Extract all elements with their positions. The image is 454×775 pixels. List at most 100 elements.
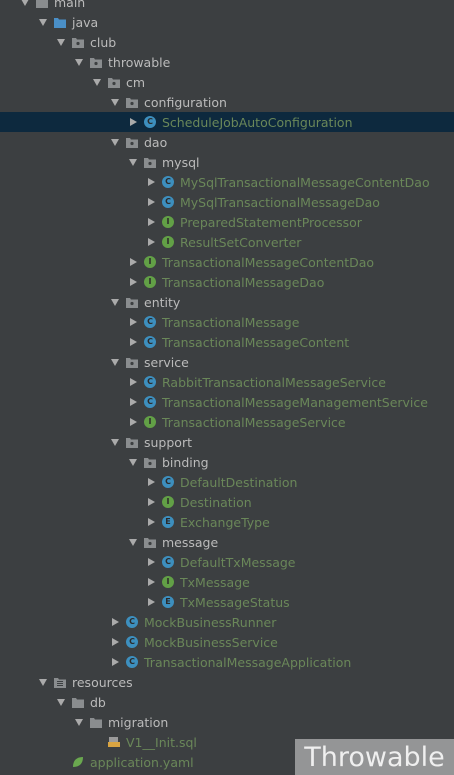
collapse-arrow-icon[interactable] [56, 37, 66, 47]
triangle-icon [129, 338, 137, 346]
interface-icon: I [144, 276, 156, 288]
expand-arrow-icon[interactable] [146, 477, 156, 487]
collapse-arrow-icon[interactable] [110, 297, 120, 307]
tree-row[interactable]: cm [0, 72, 454, 92]
expand-arrow-icon[interactable] [146, 217, 156, 227]
expand-arrow-icon[interactable] [128, 257, 138, 267]
collapse-arrow-icon[interactable] [128, 157, 138, 167]
tree-row[interactable]: support [0, 432, 454, 452]
class-icon: C [126, 636, 138, 648]
expand-arrow-icon[interactable] [128, 397, 138, 407]
triangle-icon [21, 0, 29, 6]
package-icon [126, 436, 138, 448]
tree-row[interactable]: main [0, 0, 454, 12]
package-icon [144, 156, 156, 168]
collapse-arrow-icon[interactable] [20, 0, 30, 7]
expand-arrow-icon[interactable] [110, 657, 120, 667]
triangle-icon [129, 118, 137, 126]
expand-arrow-icon[interactable] [146, 197, 156, 207]
collapse-arrow-icon[interactable] [110, 97, 120, 107]
expand-arrow-icon[interactable] [146, 577, 156, 587]
tree-item-label: message [162, 534, 219, 550]
tree-item-label: MockBusinessRunner [144, 614, 277, 630]
tree-row[interactable]: service [0, 352, 454, 372]
expand-arrow-icon[interactable] [146, 517, 156, 527]
triangle-icon [57, 38, 65, 46]
expand-arrow-icon[interactable] [146, 557, 156, 567]
tree-row[interactable]: migration [0, 712, 454, 732]
expand-arrow-icon[interactable] [128, 117, 138, 127]
collapse-arrow-icon[interactable] [128, 457, 138, 467]
tree-row[interactable]: club [0, 32, 454, 52]
tree-row[interactable]: mysql [0, 152, 454, 172]
tree-row[interactable]: dao [0, 132, 454, 152]
tree-row[interactable]: entity [0, 292, 454, 312]
package-icon [126, 96, 138, 108]
expand-arrow-icon[interactable] [128, 277, 138, 287]
expand-arrow-icon[interactable] [146, 597, 156, 607]
package-icon [144, 456, 156, 468]
collapse-arrow-icon[interactable] [110, 357, 120, 367]
collapse-arrow-icon[interactable] [92, 77, 102, 87]
tree-item-label: MySqlTransactionalMessageDao [180, 194, 380, 210]
expand-arrow-icon[interactable] [110, 617, 120, 627]
collapse-arrow-icon[interactable] [38, 677, 48, 687]
sql-file-icon [108, 736, 120, 748]
triangle-icon [129, 458, 137, 466]
triangle-icon [129, 158, 137, 166]
tree-row[interactable]: application.yaml [0, 752, 454, 772]
expand-arrow-icon[interactable] [128, 337, 138, 347]
collapse-arrow-icon[interactable] [74, 717, 84, 727]
tree-item-label: db [90, 694, 106, 710]
tree-row[interactable]: java [0, 12, 454, 32]
expand-arrow-icon[interactable] [110, 637, 120, 647]
tree-row[interactable]: db [0, 692, 454, 712]
tree-row[interactable]: message [0, 532, 454, 552]
watermark: Throwable [295, 739, 454, 775]
expand-arrow-icon[interactable] [146, 177, 156, 187]
collapse-arrow-icon[interactable] [110, 137, 120, 147]
tree-row[interactable]: V1__Init.sql [0, 732, 454, 752]
collapse-arrow-icon[interactable] [74, 57, 84, 67]
tree-row[interactable]: throwable [0, 52, 454, 72]
expand-arrow-icon[interactable] [146, 497, 156, 507]
triangle-icon [111, 638, 119, 646]
folder-icon [36, 0, 48, 8]
tree-row[interactable]: configuration [0, 92, 454, 112]
collapse-arrow-icon[interactable] [128, 537, 138, 547]
tree-row[interactable]: binding [0, 452, 454, 472]
collapse-arrow-icon[interactable] [110, 437, 120, 447]
expand-arrow-icon[interactable] [128, 377, 138, 387]
expand-arrow-icon[interactable] [128, 317, 138, 327]
tree-item-label: support [144, 434, 192, 450]
class-icon: C [162, 176, 174, 188]
tree-row[interactable]: resources [0, 672, 454, 692]
expand-arrow-icon[interactable] [146, 237, 156, 247]
expand-arrow-icon[interactable] [128, 417, 138, 427]
collapse-arrow-icon[interactable] [38, 17, 48, 27]
collapse-arrow-icon[interactable] [56, 697, 66, 707]
class-icon: C [144, 396, 156, 408]
triangle-icon [111, 98, 119, 106]
